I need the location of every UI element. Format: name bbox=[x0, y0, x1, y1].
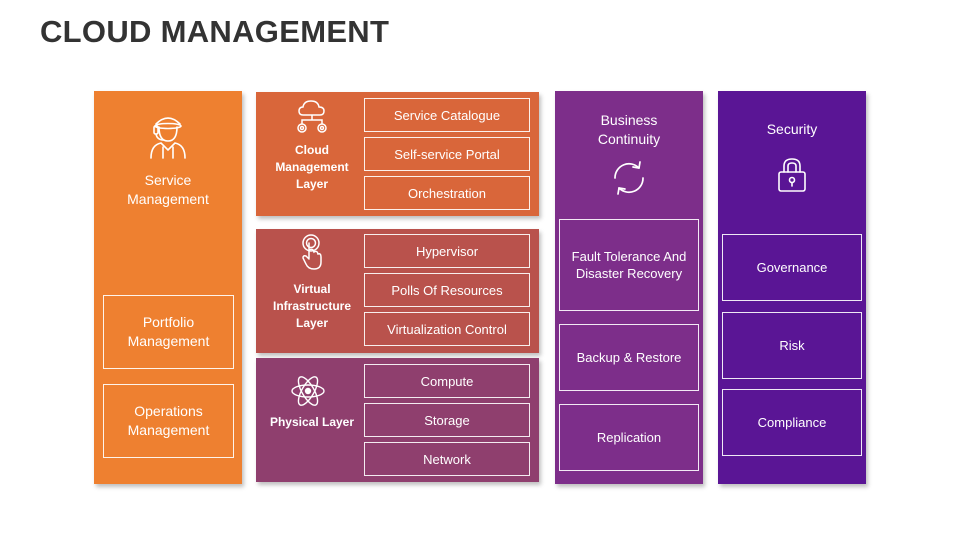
security-title: Security bbox=[766, 121, 818, 137]
layer-item: Network bbox=[364, 442, 530, 476]
layer-item: Polls Of Resources bbox=[364, 273, 530, 307]
service-management-title: Service Management bbox=[127, 172, 209, 207]
service-management-panel: Service Management Portfolio Management … bbox=[94, 91, 242, 484]
physical-layer-panel: Physical Layer Compute Storage Network bbox=[256, 358, 539, 482]
support-agent-icon bbox=[150, 117, 186, 159]
layer-item: Virtualization Control bbox=[364, 312, 530, 346]
security-item: Governance bbox=[722, 234, 862, 301]
security-item: Risk bbox=[722, 312, 862, 379]
atom-icon bbox=[291, 376, 325, 406]
layer-title: Virtual Infrastructure Layer bbox=[272, 282, 352, 330]
layer-item: Compute bbox=[364, 364, 530, 398]
business-item: Backup & Restore bbox=[559, 324, 699, 391]
cloud-management-layer-panel: Cloud Management Layer Service Catalogue… bbox=[256, 92, 539, 216]
lock-icon bbox=[778, 158, 806, 192]
security-item: Compliance bbox=[722, 389, 862, 456]
cloud-gear-icon bbox=[297, 100, 327, 133]
layer-item: Self-service Portal bbox=[364, 137, 530, 171]
layer-item: Storage bbox=[364, 403, 530, 437]
layer-title: Cloud Management Layer bbox=[275, 143, 349, 191]
layer-item: Hypervisor bbox=[364, 234, 530, 268]
service-item: Portfolio Management bbox=[103, 295, 234, 369]
business-item: Replication bbox=[559, 404, 699, 471]
business-item: Fault Tolerance And Disaster Recovery bbox=[559, 219, 699, 311]
security-panel: Security Governance Risk Compliance bbox=[718, 91, 866, 484]
virtual-infrastructure-layer-panel: Virtual Infrastructure Layer Hypervisor … bbox=[256, 229, 539, 353]
refresh-icon bbox=[614, 161, 644, 195]
business-continuity-panel: Business Continuity Fault Tolerance And … bbox=[555, 91, 703, 484]
page-title: CLOUD MANAGEMENT bbox=[40, 14, 390, 49]
layer-item: Orchestration bbox=[364, 176, 530, 210]
service-item: Operations Management bbox=[103, 384, 234, 458]
layer-item: Service Catalogue bbox=[364, 98, 530, 132]
layer-title: Physical Layer bbox=[269, 415, 355, 429]
touch-icon bbox=[302, 234, 322, 270]
business-continuity-title: Business Continuity bbox=[597, 112, 661, 147]
